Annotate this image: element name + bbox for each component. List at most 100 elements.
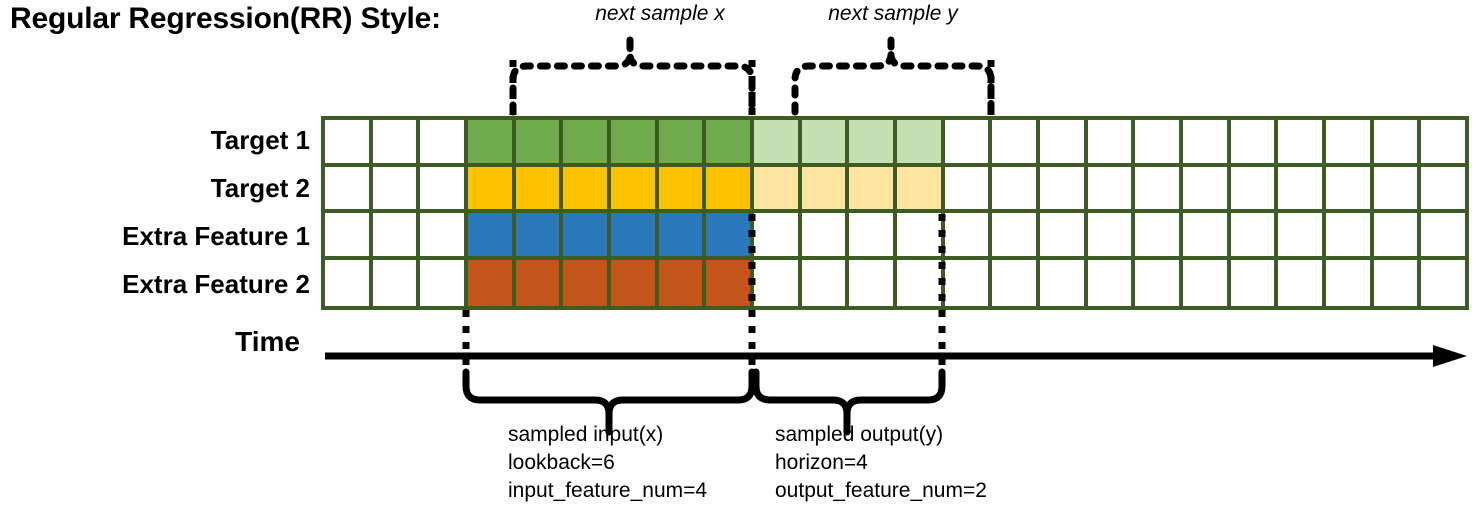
grid-cell-target-1-21: [1278, 120, 1327, 167]
grid-cell-extra-feature-2-13: [897, 259, 945, 306]
grid-cell-extra-feature-1-16: [1040, 213, 1088, 260]
grid-cell-extra-feature-2-20: [1230, 259, 1279, 306]
grid-cell-extra-feature-2-5: [515, 259, 564, 306]
grid-cell-extra-feature-2-1: [325, 259, 373, 306]
grid-cell-target-1-10: [754, 120, 802, 167]
grid-cell-target-2-1: [325, 166, 373, 213]
grid-cell-extra-feature-2-8: [658, 259, 707, 306]
row-label-target-2: Target 2: [210, 173, 310, 203]
grid-cell-target-2-18: [1135, 166, 1184, 213]
grid-cell-extra-feature-1-4: [468, 213, 516, 260]
grid-cell-extra-feature-1-6: [563, 213, 612, 260]
grid-cell-target-2-24: [1421, 166, 1466, 213]
grid-cell-extra-feature-2-3: [420, 259, 469, 306]
grid-cell-extra-feature-1-17: [1087, 213, 1136, 260]
grid-cell-extra-feature-2-12: [849, 259, 898, 306]
next-sample-y-label: next sample y: [828, 2, 958, 25]
grid-cell-extra-feature-2-11: [801, 259, 850, 306]
grid-cell-target-2-19: [1183, 166, 1231, 213]
grid-row-target-2: [325, 166, 1466, 213]
grid-cell-target-1-20: [1230, 120, 1279, 167]
grid-cell-extra-feature-2-24: [1421, 259, 1466, 306]
grid-cell-extra-feature-1-23: [1373, 213, 1422, 260]
grid-cell-extra-feature-1-3: [420, 213, 469, 260]
grid-cell-target-2-23: [1373, 166, 1422, 213]
grid-cell-target-2-3: [420, 166, 469, 213]
grid-cell-target-1-2: [372, 120, 421, 167]
grid-cell-extra-feature-1-21: [1278, 213, 1327, 260]
grid-cell-extra-feature-2-6: [563, 259, 612, 306]
grid-cell-target-2-12: [849, 166, 898, 213]
grid-cell-extra-feature-2-18: [1135, 259, 1184, 306]
grid-cell-extra-feature-1-15: [992, 213, 1041, 260]
grid-cell-target-2-17: [1087, 166, 1136, 213]
sampled-input-line-3: input_feature_num=4: [508, 479, 708, 502]
grid-cell-target-2-15: [992, 166, 1041, 213]
grid-cell-extra-feature-1-20: [1230, 213, 1279, 260]
grid-cell-target-1-4: [468, 120, 516, 167]
grid-cell-target-2-4: [468, 166, 516, 213]
grid-cell-target-2-8: [658, 166, 707, 213]
dotted-guide-group-top: [509, 60, 995, 118]
next-sample-x-label: next sample x: [595, 2, 725, 25]
grid-cell-target-2-10: [754, 166, 802, 213]
grid-cell-target-2-9: [706, 166, 755, 213]
grid-cell-target-1-14: [944, 120, 993, 167]
row-label-extra-feature-2: Extra Feature 2: [122, 269, 310, 299]
grid-cell-target-1-16: [1040, 120, 1088, 167]
grid-cell-target-1-19: [1183, 120, 1231, 167]
grid-cell-target-1-6: [563, 120, 612, 167]
grid-cell-target-1-1: [325, 120, 373, 167]
grid-cell-target-2-14: [944, 166, 993, 213]
grid-cell-extra-feature-1-8: [658, 213, 707, 260]
grid-cell-extra-feature-1-14: [944, 213, 993, 260]
grid-cell-extra-feature-2-9: [706, 259, 755, 306]
grid-cell-target-1-3: [420, 120, 469, 167]
grid-row-target-1: [325, 120, 1466, 167]
grid-cell-target-2-16: [1040, 166, 1088, 213]
grid-cell-extra-feature-1-5: [515, 213, 564, 260]
grid-cell-target-1-13: [897, 120, 945, 167]
brace-next-sample-y: [791, 36, 995, 116]
grid-cell-extra-feature-2-23: [1373, 259, 1422, 306]
grid-cell-target-2-22: [1326, 166, 1374, 213]
grid-cell-extra-feature-2-4: [468, 259, 516, 306]
grid-cell-target-1-8: [658, 120, 707, 167]
grid-cell-target-2-2: [372, 166, 421, 213]
grid-cell-extra-feature-1-9: [706, 213, 755, 260]
row-label-extra-feature-1: Extra Feature 1: [122, 221, 310, 251]
grid-cell-extra-feature-1-11: [801, 213, 850, 260]
grid-cell-target-2-13: [897, 166, 945, 213]
grid-cell-extra-feature-1-24: [1421, 213, 1466, 260]
grid-cell-extra-feature-2-14: [944, 259, 993, 306]
sampled-input-line-2: lookback=6: [508, 451, 615, 474]
grid-cell-extra-feature-1-13: [897, 213, 945, 260]
sampled-output-line-2: horizon=4: [775, 451, 868, 474]
grid-cell-extra-feature-2-7: [611, 259, 659, 306]
grid-cell-extra-feature-2-19: [1183, 259, 1231, 306]
grid-cell-extra-feature-1-12: [849, 213, 898, 260]
grid-cell-target-1-22: [1326, 120, 1374, 167]
grid-cell-target-2-6: [563, 166, 612, 213]
grid-cell-target-1-5: [515, 120, 564, 167]
grid-cell-extra-feature-1-10: [754, 213, 802, 260]
sampled-output-line-3: output_feature_num=2: [775, 479, 987, 502]
time-axis-arrow: [325, 345, 1467, 367]
grid-cell-target-2-11: [801, 166, 850, 213]
grid-cell-target-2-7: [611, 166, 659, 213]
grid-cell-extra-feature-1-1: [325, 213, 373, 260]
grid-cell-target-1-17: [1087, 120, 1136, 167]
grid-cell-extra-feature-1-19: [1183, 213, 1231, 260]
grid-cell-extra-feature-2-21: [1278, 259, 1327, 306]
grid-cell-extra-feature-2-17: [1087, 259, 1136, 306]
timeseries-grid: [321, 116, 1469, 310]
grid-cell-extra-feature-1-2: [372, 213, 421, 260]
sampled-input-annotation: sampled input(x) lookback=6 input_featur…: [508, 421, 707, 505]
grid-cell-target-1-9: [706, 120, 755, 167]
sampled-input-line-1: sampled input(x): [508, 423, 664, 446]
grid-cell-target-1-18: [1135, 120, 1184, 167]
grid-cell-extra-feature-2-15: [992, 259, 1041, 306]
row-label-target-1: Target 1: [210, 125, 310, 155]
grid-cell-target-1-11: [801, 120, 850, 167]
